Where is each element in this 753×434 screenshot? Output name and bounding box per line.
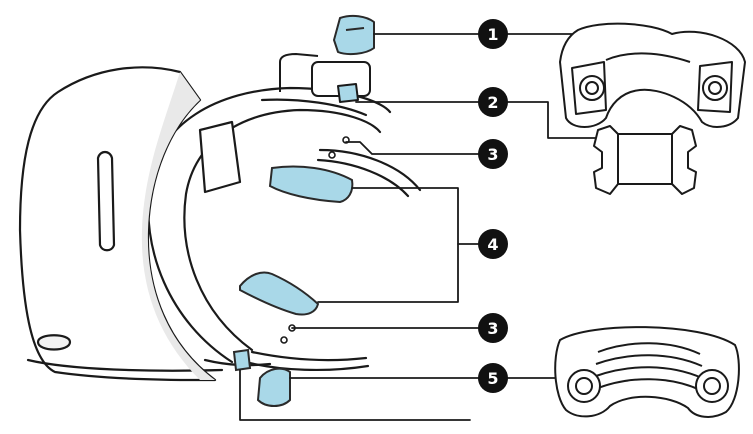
part-4-pad-bottom — [239, 271, 320, 316]
detail-5-body — [554, 326, 740, 418]
strap-edge-top — [260, 98, 368, 117]
detail-1-hole-left — [585, 81, 599, 95]
detail-2-edge — [617, 134, 673, 184]
visor-slot — [96, 150, 116, 252]
side-curve — [318, 148, 422, 192]
detail-5-hole-right — [703, 377, 721, 395]
callout-4-label: 4 — [487, 235, 498, 254]
callout-2-badge — [478, 87, 508, 117]
detail-part-2 — [593, 125, 697, 195]
top-attachment — [279, 53, 371, 103]
rear-pad — [198, 120, 242, 194]
part-1-shape — [333, 14, 375, 56]
part-1-clip — [333, 14, 375, 56]
leader-5-bottom — [239, 369, 471, 421]
callout-2-label: 2 — [487, 93, 498, 112]
detail-5-arc-4 — [597, 378, 701, 391]
side-block — [232, 348, 252, 372]
callout-1: 1 — [478, 19, 508, 49]
screws — [280, 136, 350, 344]
callout-2: 2 — [478, 87, 508, 117]
screw-bottom-2 — [280, 336, 288, 344]
callout-1-label: 1 — [487, 25, 498, 44]
screw-top-2 — [328, 151, 336, 159]
detail-part-1 — [559, 22, 746, 128]
detail-1-hole-right — [708, 81, 722, 95]
detail-5-arc-2 — [595, 354, 703, 367]
callout-3a: 3 — [478, 139, 508, 169]
callout-3a-badge — [478, 139, 508, 169]
callout-4-badge — [478, 229, 508, 259]
connector-attached — [337, 83, 359, 103]
part-1-detail — [345, 27, 365, 31]
shell-shade — [141, 72, 215, 380]
callout-3b-badge — [478, 313, 508, 343]
callout-5: 5 — [478, 363, 508, 393]
strap-edge-lower-2 — [250, 350, 368, 362]
callout-3b: 3 — [478, 313, 508, 343]
detail-5-arc-3 — [595, 366, 703, 379]
callout-1-badge — [478, 19, 508, 49]
callout-3b-label: 3 — [487, 319, 498, 338]
detail-5-arc-1 — [597, 342, 701, 355]
part-4-pad-top — [268, 165, 354, 204]
leader-2-right — [507, 101, 597, 139]
part-5-clip — [256, 367, 291, 407]
callout-5-label: 5 — [487, 369, 498, 388]
leader-3a — [345, 141, 479, 155]
callout-5-badge — [478, 363, 508, 393]
side-curve-2 — [316, 158, 410, 198]
strap-edge-lower — [236, 358, 370, 372]
front-knob — [36, 334, 72, 351]
detail-2-body — [593, 125, 697, 195]
attachment-wire — [279, 53, 319, 92]
callout-3a-label: 3 — [487, 145, 498, 164]
detail-part-5 — [554, 326, 740, 418]
detail-5-hole-left — [575, 377, 593, 395]
callout-4: 4 — [478, 229, 508, 259]
detail-1-inner — [605, 52, 691, 63]
leader-lines — [239, 33, 597, 421]
headset-body — [18, 66, 224, 382]
leader-4 — [317, 187, 459, 303]
